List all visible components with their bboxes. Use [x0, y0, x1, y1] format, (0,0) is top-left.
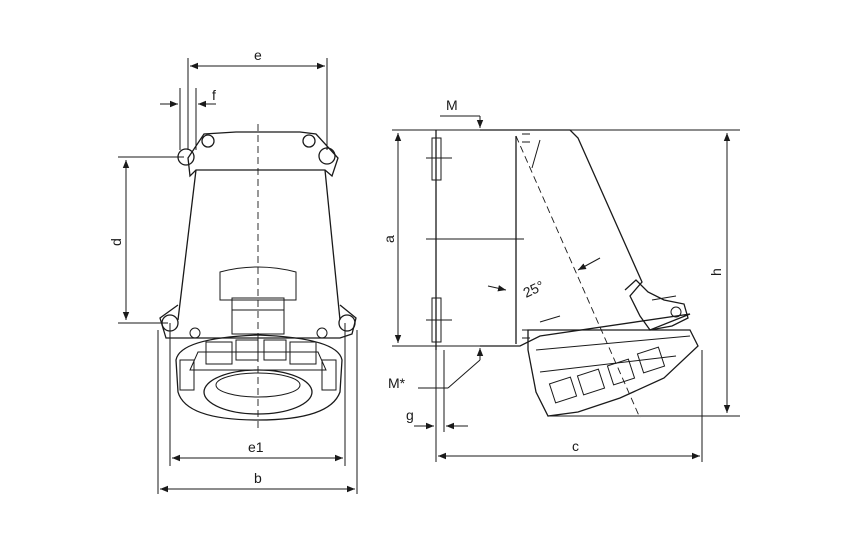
- mount-hole-bottom-right: [338, 314, 356, 332]
- socket-ring-inner: [189, 351, 327, 371]
- label-e: e: [254, 47, 262, 63]
- front-body: [177, 169, 341, 321]
- label-g: g: [406, 407, 414, 423]
- mount-hole-top-left-2: [201, 134, 215, 148]
- side-center-line: [515, 135, 641, 419]
- label-d: d: [108, 238, 124, 246]
- mount-hole-top-right-2: [302, 134, 316, 148]
- label-c: c: [572, 438, 579, 454]
- label-angle: 25°: [521, 277, 547, 300]
- front-bottom-flange: [159, 304, 357, 339]
- side-view: 25° a M M* g h c: [381, 97, 740, 462]
- label-M: M: [446, 97, 458, 113]
- side-socket: [527, 329, 699, 417]
- side-hinge: [624, 279, 689, 331]
- side-body: [480, 129, 691, 347]
- front-body-inner: [219, 266, 297, 301]
- label-h: h: [708, 268, 724, 276]
- mount-hole-top-right: [318, 147, 336, 165]
- label-M-star: M*: [388, 375, 406, 391]
- front-top-flange: [187, 131, 339, 178]
- label-e1: e1: [248, 439, 264, 455]
- front-view: e f d e1 b: [108, 47, 358, 494]
- socket-ring-outer: [175, 334, 343, 421]
- label-f: f: [212, 87, 216, 103]
- label-a: a: [381, 235, 397, 243]
- label-b: b: [254, 470, 262, 486]
